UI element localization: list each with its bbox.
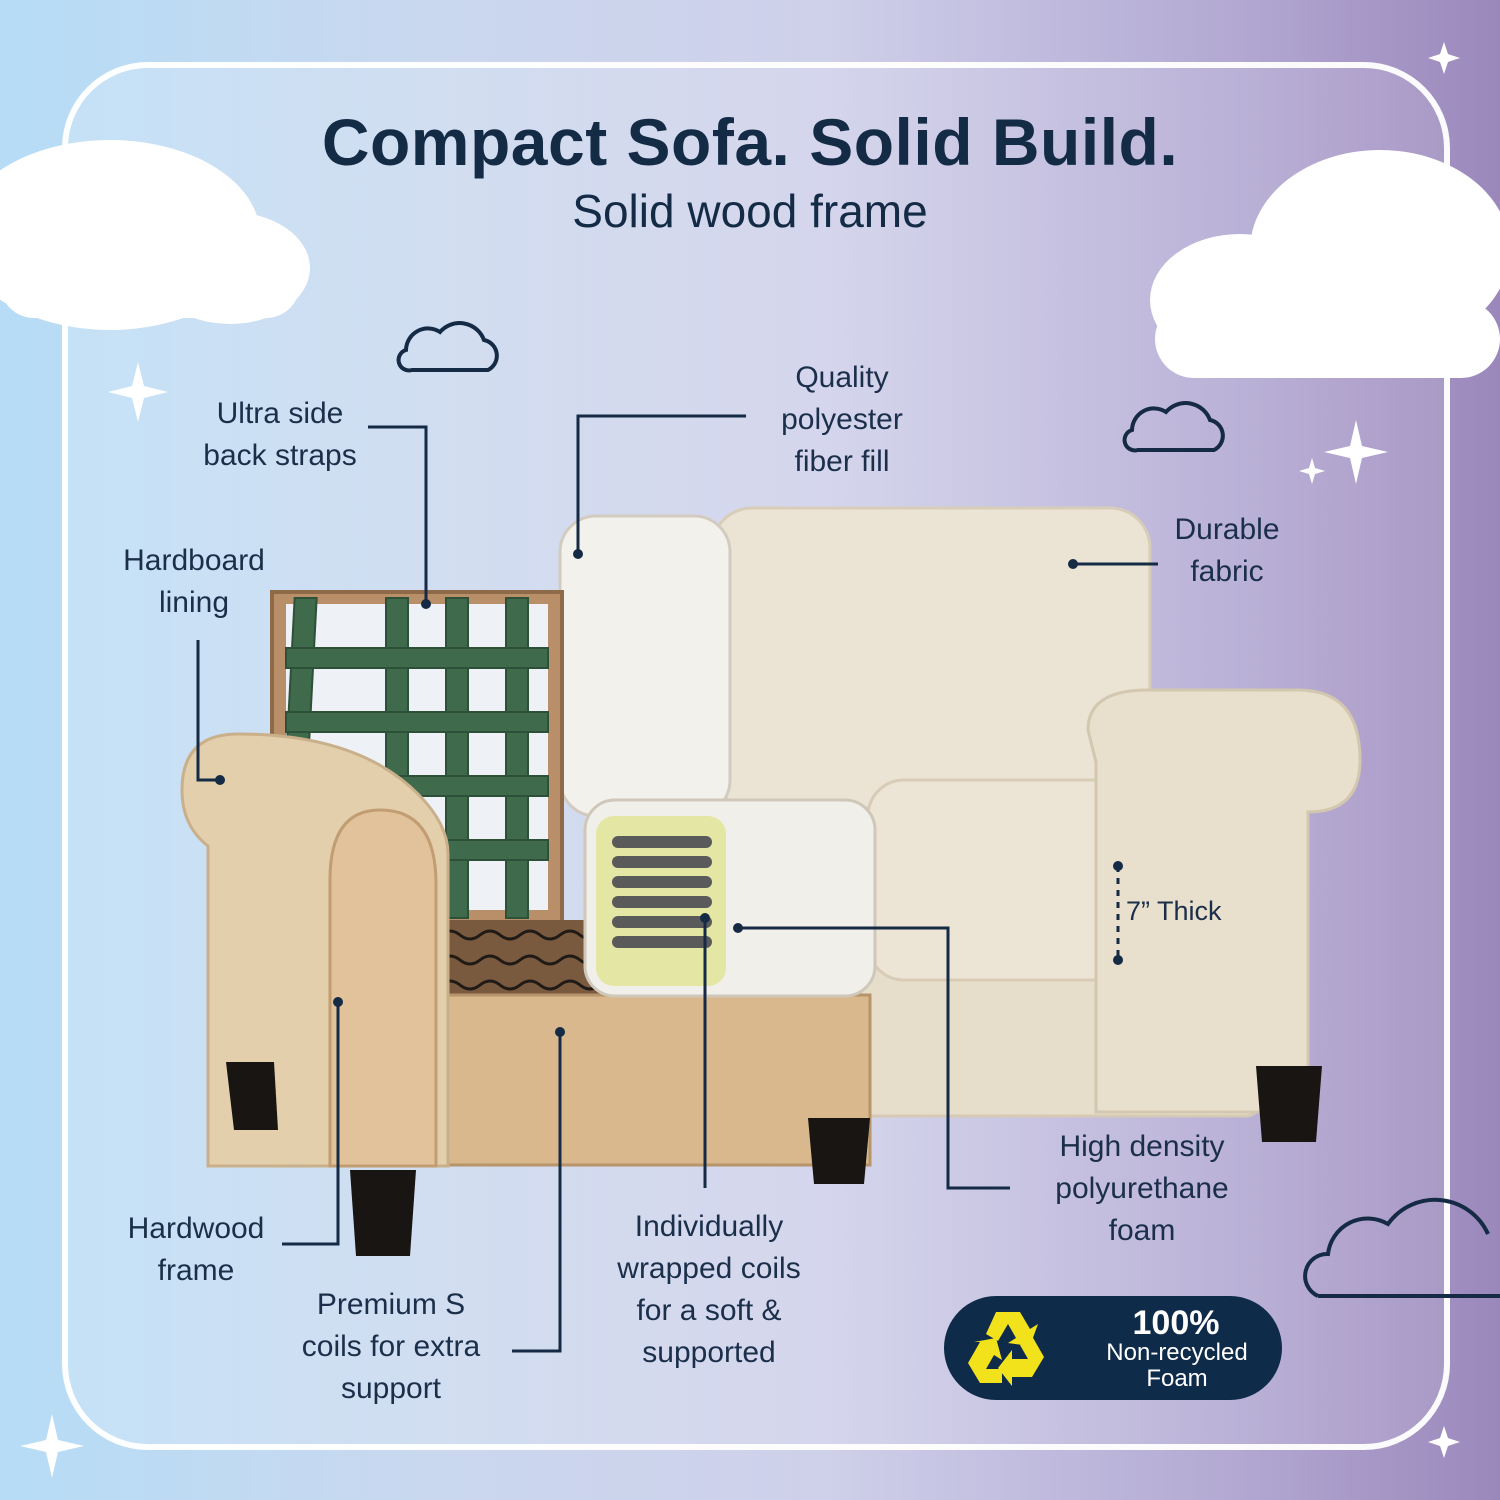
sofa-legs: [226, 1062, 1322, 1256]
recycle-icon: [968, 1312, 1044, 1386]
page-subtitle: Solid wood frame: [572, 185, 928, 237]
badge-percent: 100%: [1132, 1304, 1220, 1342]
pocket-coils: [612, 836, 712, 948]
cloud-icon: [0, 140, 310, 330]
label-wrapped-coils: Individually wrapped coils for a soft & …: [617, 1210, 801, 1369]
label-hardboard-lining: Hardboard lining: [123, 544, 265, 619]
label-durable-fabric: Durable fabric: [1174, 513, 1280, 588]
page-title: Compact Sofa. Solid Build.: [321, 105, 1179, 179]
sparkle-icon: [20, 42, 1460, 1478]
right-arm: [1086, 688, 1362, 1114]
label-thickness: 7” Thick: [1126, 896, 1222, 926]
front-rail: [428, 993, 872, 1167]
label-hardwood-frame: Hardwood frame: [127, 1212, 265, 1287]
cloud-outline-icon: [1303, 1197, 1500, 1298]
label-s-coils: Premium S coils for extra support: [301, 1288, 481, 1405]
label-polyester-fill: Quality polyester fiber fill: [781, 361, 903, 478]
cloud-outline-icon: [1122, 401, 1225, 453]
label-polyurethane-foam: High density polyurethane foam: [1055, 1130, 1229, 1247]
left-arm-cut: [328, 808, 438, 1168]
cloud-icon: [1150, 150, 1500, 378]
recycle-badge: 100% Non-recycled Foam: [944, 1296, 1282, 1400]
badge-text: Non-recycled Foam: [1106, 1339, 1248, 1392]
cloud-outline-icon: [396, 321, 499, 373]
label-back-straps: Ultra side back straps: [203, 397, 357, 472]
